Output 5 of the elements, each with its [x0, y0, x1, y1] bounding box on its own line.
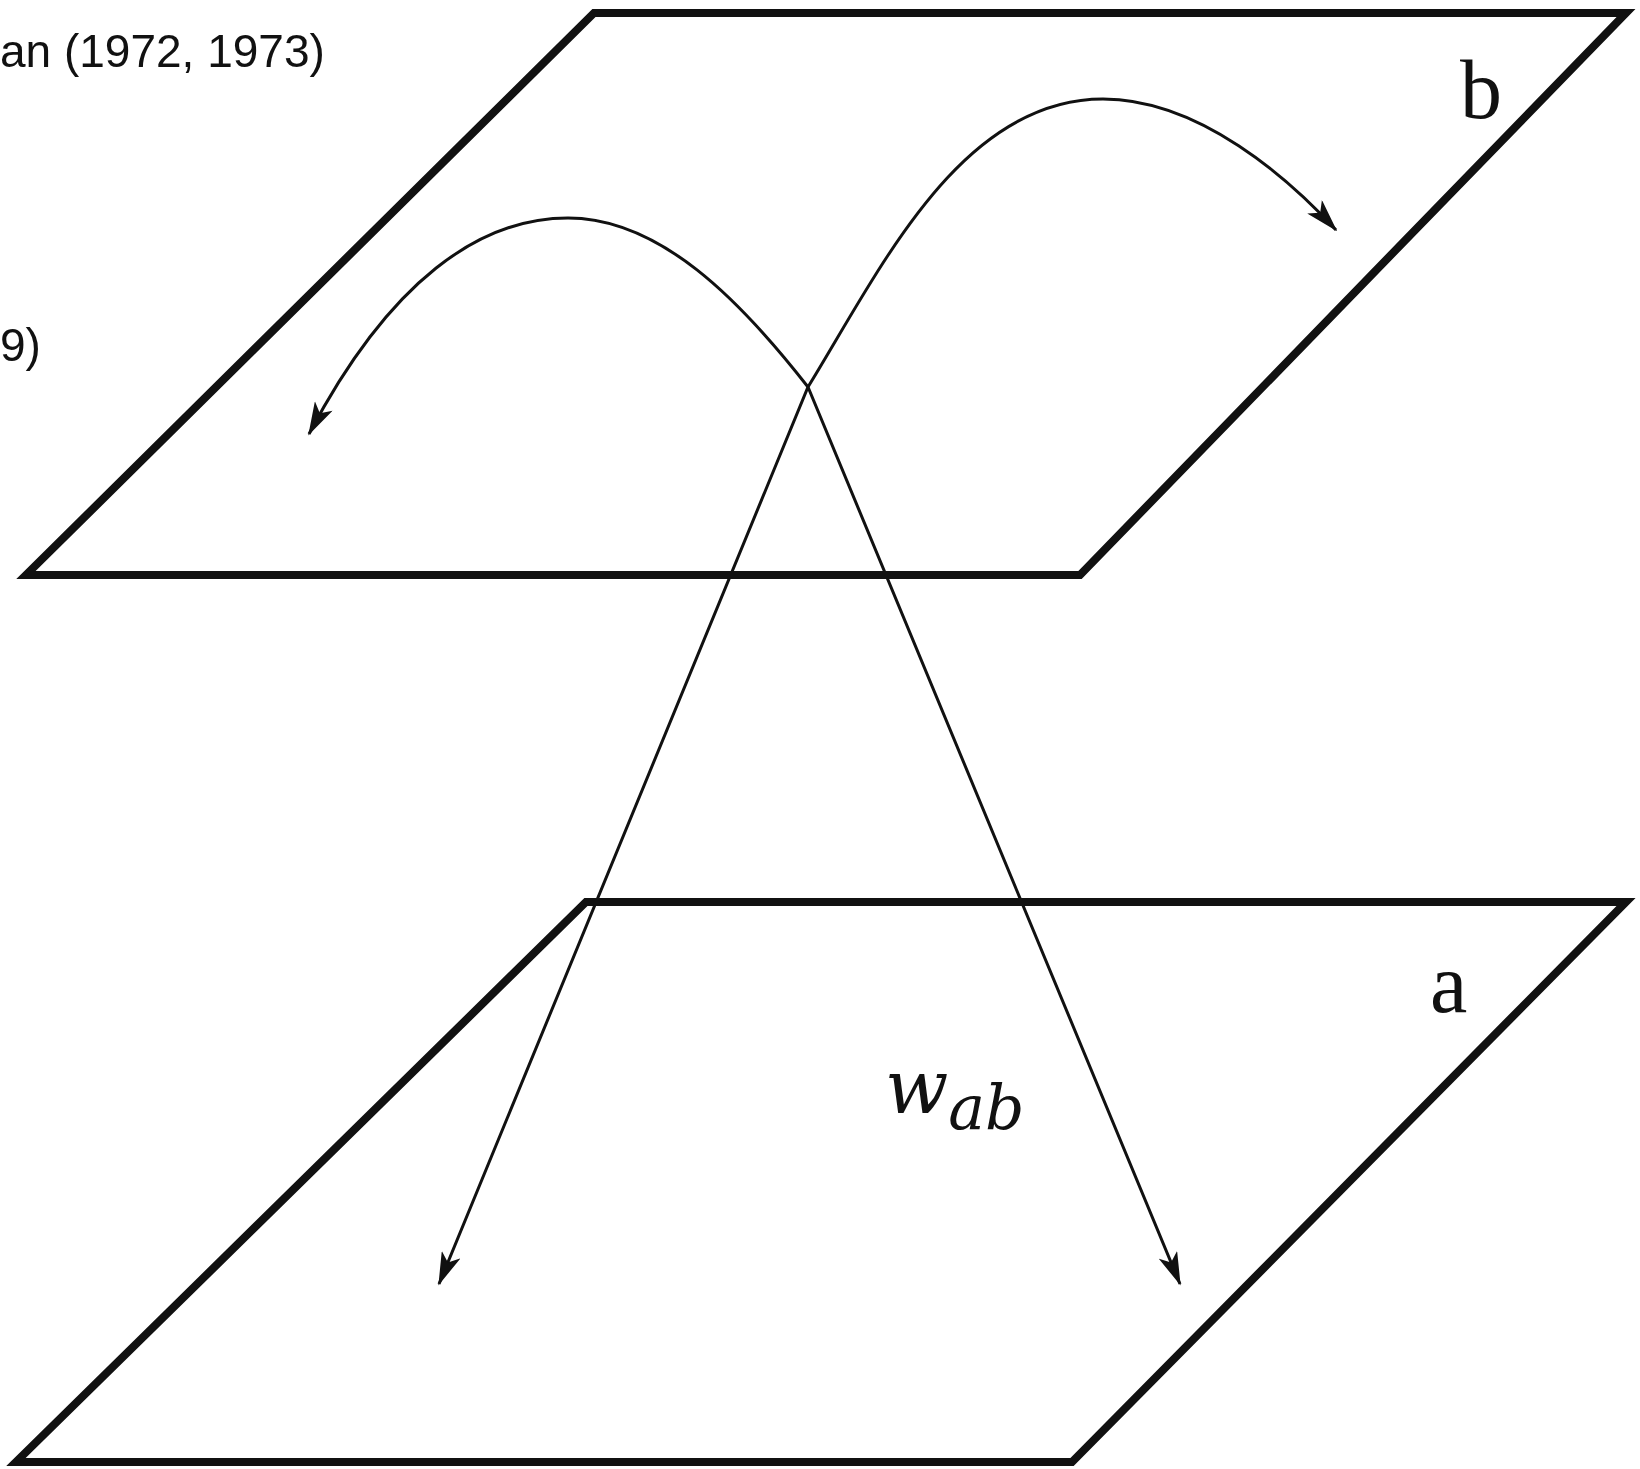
edge-label: w$_{ab}$	[885, 1050, 1025, 1140]
plane-label: a	[1430, 942, 1468, 1026]
arrow	[437, 97, 1338, 1286]
arrow	[307, 216, 1182, 1286]
plane-label: b	[1460, 48, 1502, 132]
